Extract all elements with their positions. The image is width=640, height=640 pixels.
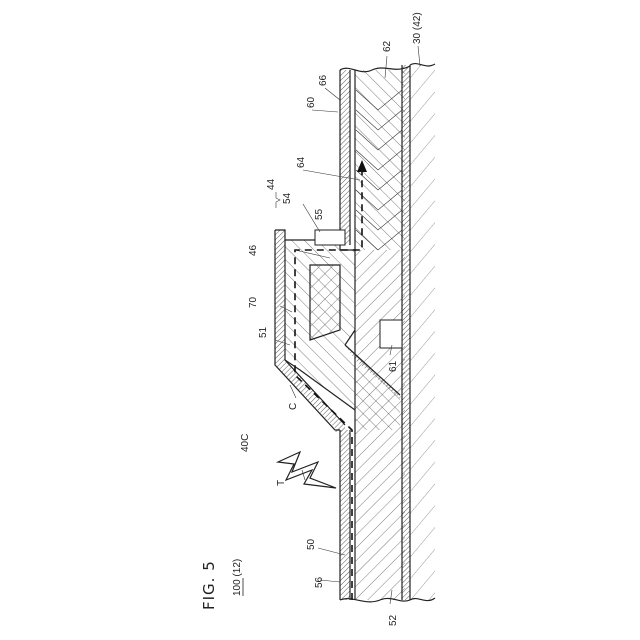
- label-70: 70: [248, 296, 259, 308]
- label-55: 55: [314, 208, 325, 220]
- label-64: 64: [296, 156, 307, 168]
- figure-ref: 100 (12): [232, 559, 243, 596]
- label-44: 44: [266, 178, 277, 190]
- label-60: 60: [306, 96, 317, 108]
- label-T: T: [276, 480, 287, 486]
- label-62: 62: [382, 40, 393, 52]
- label-61: 61: [388, 360, 399, 372]
- label-66: 66: [318, 74, 329, 86]
- plate-30: [410, 64, 435, 601]
- label-52: 52: [388, 614, 399, 626]
- label-30: 30 (42): [412, 12, 423, 44]
- label-56: 56: [314, 576, 325, 588]
- label-46: 46: [248, 244, 259, 256]
- label-54: 54: [282, 192, 293, 204]
- label-40C: 40C: [240, 434, 251, 452]
- label-50: 50: [306, 538, 317, 550]
- figure-title: FIG. 5: [200, 560, 218, 610]
- label-C: C: [288, 403, 299, 410]
- label-51: 51: [258, 326, 269, 338]
